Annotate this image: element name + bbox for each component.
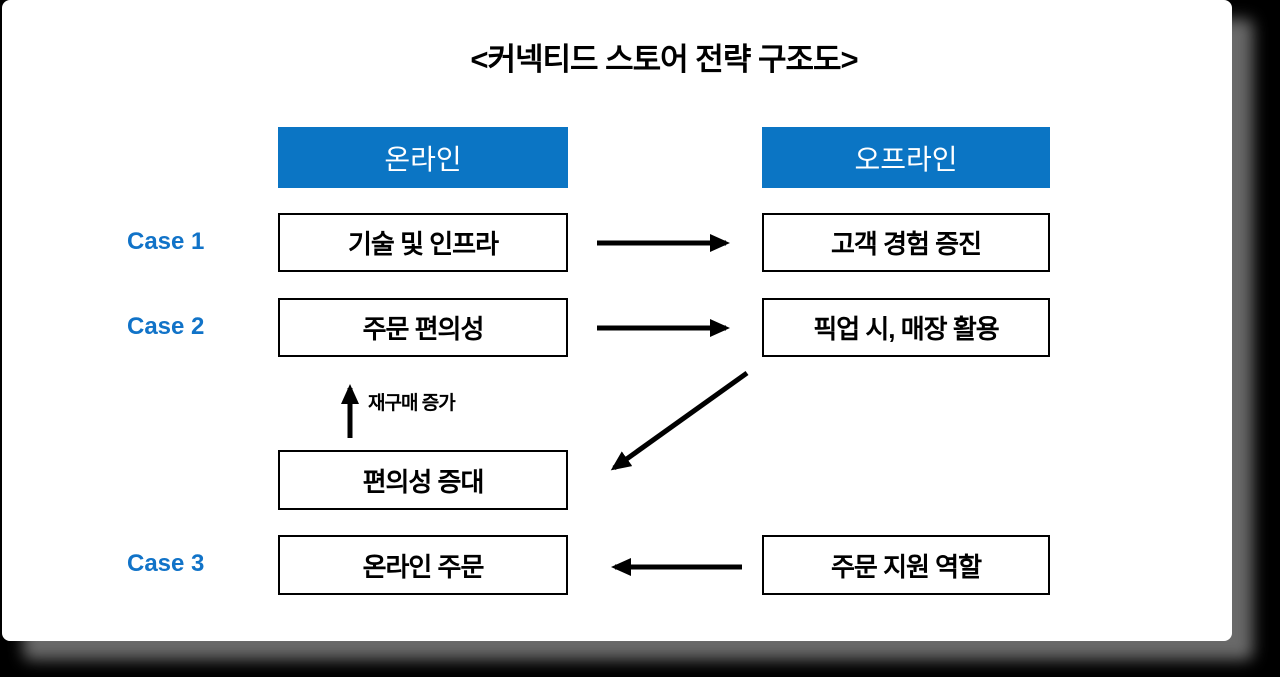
box-tech-infra: 기술 및 인프라 [278, 213, 568, 272]
diagram-title: <커넥티드 스토어 전략 구조도> [470, 42, 858, 77]
box-pickup-store-use-label: 픽업 시, 매장 활용 [813, 314, 999, 344]
box-order-support-role-label: 주문 지원 역할 [831, 551, 982, 582]
box-pickup-store-use: 픽업 시, 매장 활용 [762, 298, 1050, 357]
column-header-offline-label: 오프라인 [854, 143, 958, 175]
box-customer-experience-label: 고객 경험 증진 [831, 229, 982, 259]
box-online-order: 온라인 주문 [278, 535, 568, 595]
box-order-support-role: 주문 지원 역할 [762, 535, 1050, 595]
case-1-label: Case 1 [127, 228, 205, 255]
column-header-online-label: 온라인 [384, 143, 462, 175]
box-customer-experience: 고객 경험 증진 [762, 213, 1050, 272]
repurchase-increase-annotation: 재구매 증가 [368, 393, 456, 414]
box-online-order-label: 온라인 주문 [362, 551, 485, 582]
arrow-pickup-to-convenience [610, 370, 749, 471]
box-tech-infra-label: 기술 및 인프라 [348, 229, 499, 259]
box-convenience-increase-label: 편의성 증대 [362, 466, 485, 497]
box-convenience-increase: 편의성 증대 [278, 450, 568, 510]
case-2-label: Case 2 [127, 313, 205, 340]
case-3-label: Case 3 [127, 550, 205, 577]
box-order-convenience-label: 주문 편의성 [362, 314, 485, 344]
column-header-offline: 오프라인 [762, 127, 1050, 188]
box-order-convenience: 주문 편의성 [278, 298, 568, 357]
column-header-online: 온라인 [278, 127, 568, 188]
diagram-card: <커넥티드 스토어 전략 구조도> 온라인 오프라인 Case 1 Case 2… [2, 0, 1232, 641]
